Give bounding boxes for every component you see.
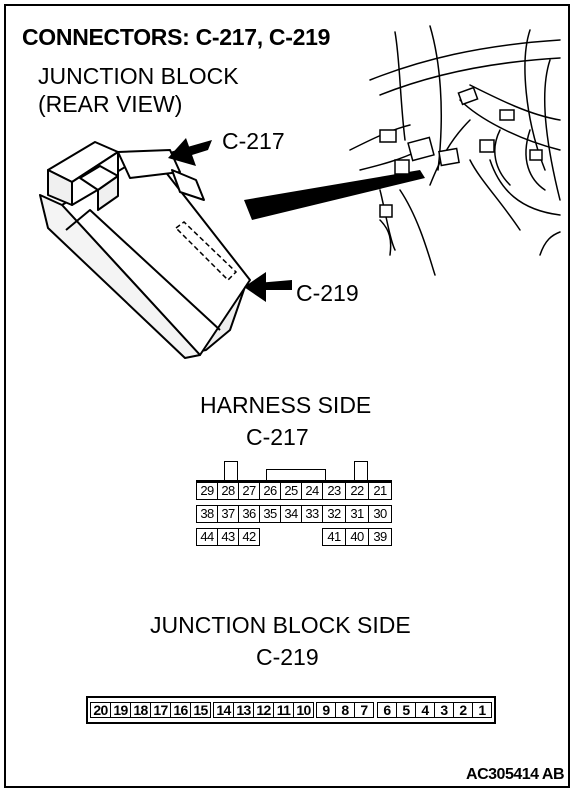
- pin-7: 7: [354, 702, 374, 718]
- pin-23: 23: [322, 482, 346, 500]
- pin-2: 2: [453, 702, 473, 718]
- pin-21: 21: [368, 482, 392, 500]
- harness-side-heading: HARNESS SIDE: [200, 392, 372, 418]
- pin-44: 44: [196, 528, 218, 546]
- pin-20: 20: [90, 702, 111, 718]
- pin-3: 3: [434, 702, 454, 718]
- pin-19: 19: [110, 702, 131, 718]
- pin-42: 42: [238, 528, 260, 546]
- pin-6: 6: [377, 702, 397, 718]
- c219-pinout: 20 19 18 17 16 15 14 13 12 11 10 9 8 7 6…: [86, 696, 496, 724]
- pin-16: 16: [170, 702, 191, 718]
- pin-4: 4: [415, 702, 435, 718]
- harness-connector-label: C-217: [246, 424, 309, 450]
- pin-17: 17: [150, 702, 171, 718]
- pin-32: 32: [322, 505, 346, 523]
- junction-block-caption: JUNCTION BLOCK (REAR VIEW): [38, 62, 239, 118]
- pin-35: 35: [259, 505, 281, 523]
- pin-27: 27: [238, 482, 260, 500]
- rear-view-label: (REAR VIEW): [38, 91, 183, 117]
- pin-39: 39: [368, 528, 392, 546]
- connector-lock-tab: [354, 461, 368, 481]
- pin-41: 41: [322, 528, 346, 546]
- pin-13: 13: [233, 702, 254, 718]
- pin-37: 37: [217, 505, 239, 523]
- pin-12: 12: [253, 702, 274, 718]
- junction-block-label: JUNCTION BLOCK: [38, 63, 239, 89]
- pin-15: 15: [190, 702, 211, 718]
- pin-29: 29: [196, 482, 218, 500]
- pin-31: 31: [345, 505, 369, 523]
- pin-38: 38: [196, 505, 218, 523]
- pin-11: 11: [273, 702, 294, 718]
- pin-36: 36: [238, 505, 260, 523]
- pin-40: 40: [345, 528, 369, 546]
- pin-43: 43: [217, 528, 239, 546]
- figure-frame: [4, 4, 570, 788]
- pin-9: 9: [316, 702, 336, 718]
- connector-lock-tab: [224, 461, 238, 481]
- pin-22: 22: [345, 482, 369, 500]
- pin-28: 28: [217, 482, 239, 500]
- pin-26: 26: [259, 482, 281, 500]
- pin-30: 30: [368, 505, 392, 523]
- pointer-wedge-icon: [244, 170, 425, 220]
- figure-reference-code: AC305414 AB: [466, 766, 564, 783]
- pin-25: 25: [280, 482, 302, 500]
- jb-connector-label: C-219: [256, 644, 319, 670]
- jb-side-heading: JUNCTION BLOCK SIDE: [150, 612, 411, 638]
- c217-pinout: 29 28 27 26 25 24 23 22 21 38 37 36 35 3…: [196, 461, 392, 551]
- pin-14: 14: [213, 702, 234, 718]
- pin-18: 18: [130, 702, 151, 718]
- pin-8: 8: [335, 702, 355, 718]
- figure-title: CONNECTORS: C-217, C-219: [22, 24, 331, 50]
- pin-5: 5: [396, 702, 416, 718]
- pin-1: 1: [472, 702, 492, 718]
- pin-33: 33: [301, 505, 323, 523]
- pin-10: 10: [293, 702, 314, 718]
- c219-callout-label: C-219: [296, 280, 359, 306]
- pin-34: 34: [280, 505, 302, 523]
- pin-24: 24: [301, 482, 323, 500]
- c217-callout-label: C-217: [222, 128, 285, 154]
